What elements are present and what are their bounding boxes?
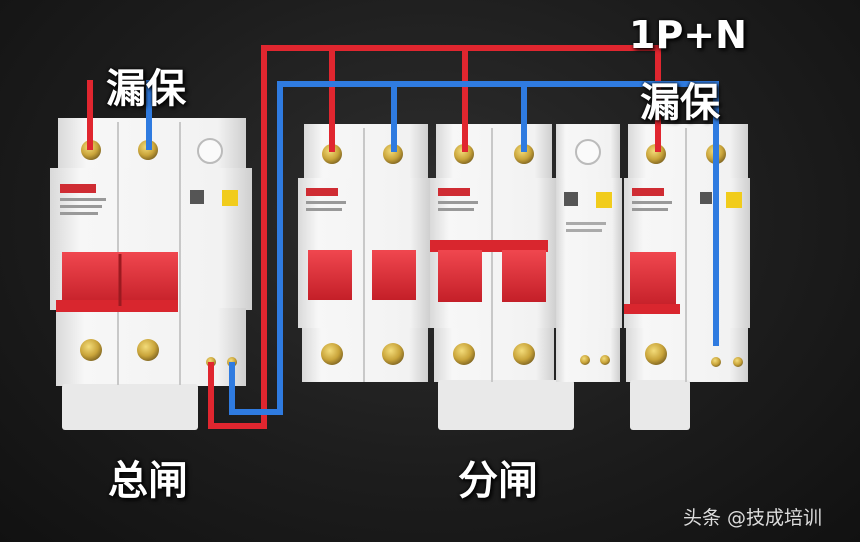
test-button-icon [575,139,601,165]
branch-breaker-2 [430,124,574,430]
terminal-screw-icon [321,343,343,365]
main-rcd-breaker [50,118,252,430]
brand-logo-icon [438,188,470,196]
label-main-switch: 总闸 [108,458,188,504]
terminal-screw-icon [383,144,403,164]
one-p-n-rcd-breaker [624,124,750,430]
terminal-screw-icon [513,343,535,365]
test-button-icon [197,138,223,164]
watermark-text: 头条 @技成培训 [683,507,823,529]
terminal-screw-icon [454,144,474,164]
terminal-screw-icon [80,339,102,361]
terminal-screw-icon [322,144,342,164]
label-rcd-top-left: 漏保 [106,66,186,112]
label-branch-switch: 分闸 [458,458,538,504]
label-one-p-n-rcd: 漏保 [640,80,720,126]
terminal-screw-icon [137,339,159,361]
brand-logo-icon [632,188,664,196]
terminal-screw-icon [453,343,475,365]
terminal-screw-icon [382,343,404,365]
terminal-screw-icon [645,343,667,365]
live-wire [87,45,661,429]
brand-logo-icon [306,188,338,196]
label-one-p-n: 1P+N [629,13,747,57]
brand-logo-icon [60,184,96,193]
side-module [556,124,622,382]
neutral-wire [146,80,719,415]
terminal-screw-icon [514,144,534,164]
branch-breaker-1 [298,124,430,382]
